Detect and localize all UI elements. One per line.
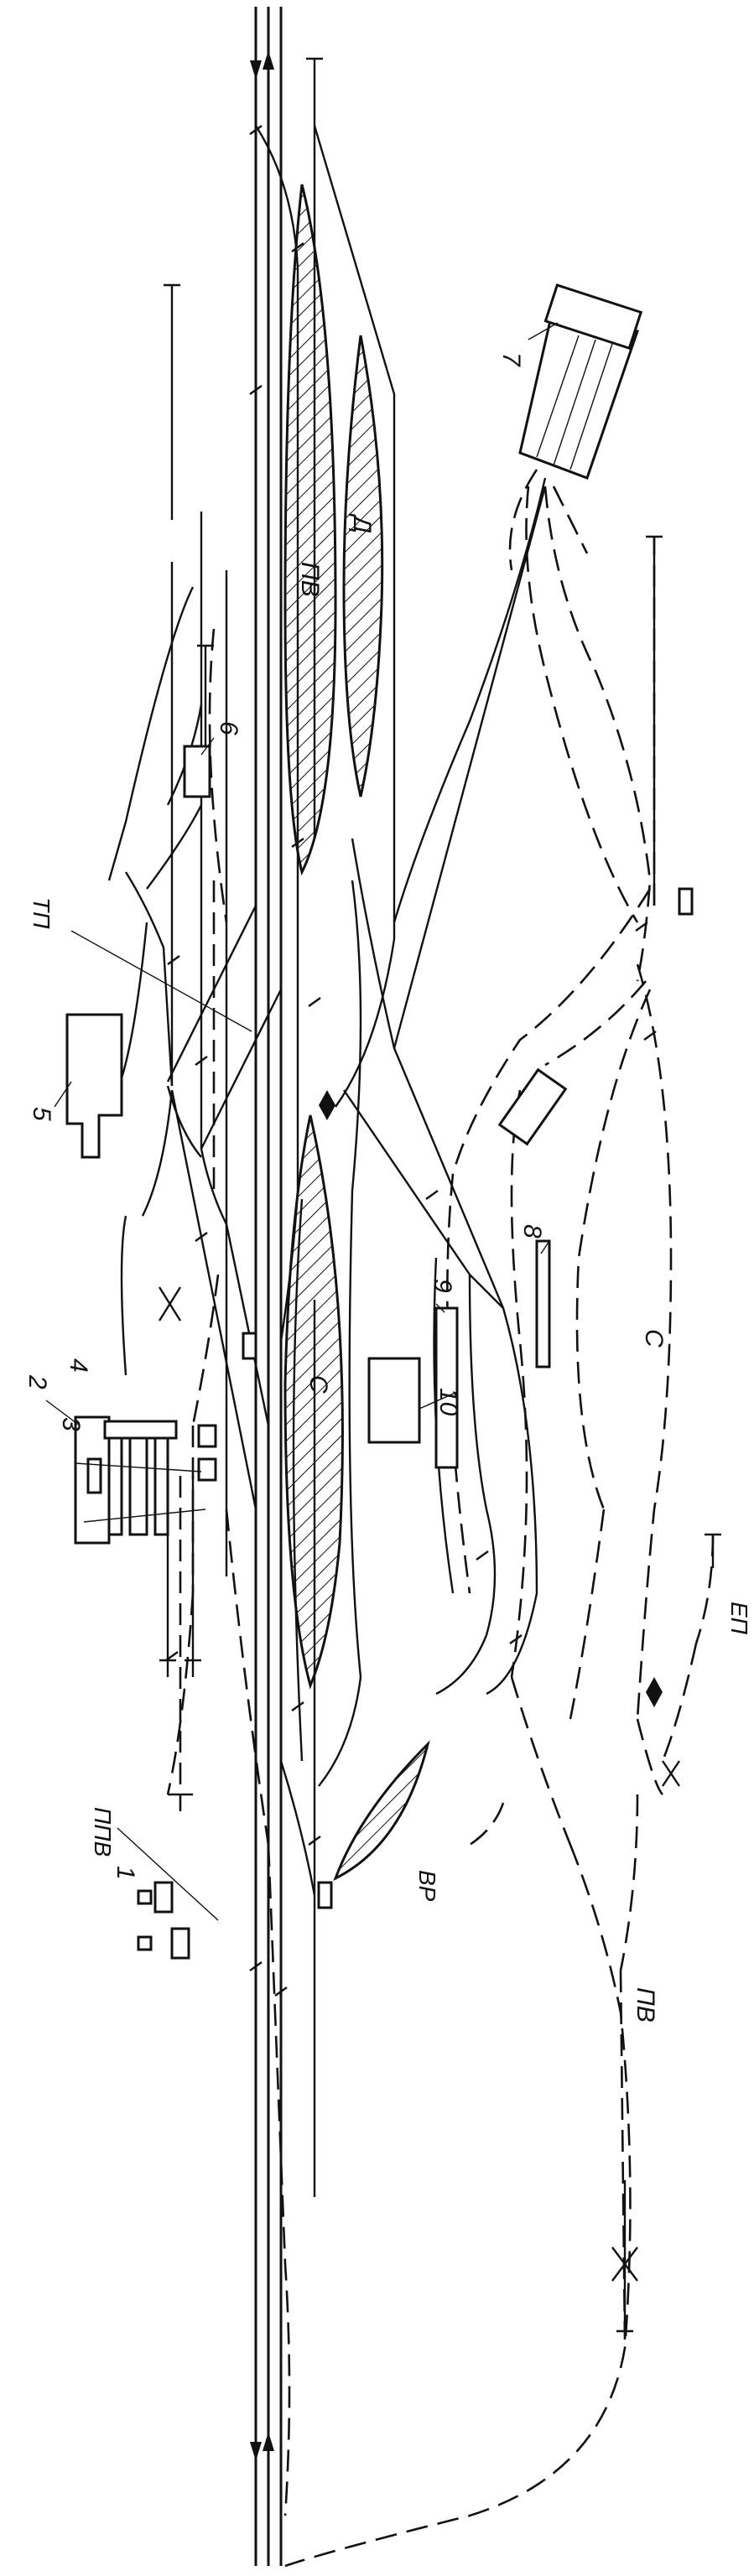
building-diag [497,1067,568,1146]
signal-ticks [165,125,657,1997]
crossing-markers [319,1090,663,1707]
label-vr: ВР [414,1870,440,1902]
yard-s [283,1114,344,1690]
building-small-2 [137,1935,153,1951]
crossing-diamond-icon [319,1090,335,1120]
hut-mid [242,1332,257,1360]
direction-arrow-icon [250,2442,262,2461]
label-s-lower: С [640,1329,668,1348]
label-ppv: ППВ [90,1807,116,1857]
label-s-main: С [304,1375,332,1394]
building-5 [65,1013,123,1159]
left-spurs [159,283,214,1811]
right-dashed-network [284,486,715,2568]
track-connections [279,125,547,1896]
building-9 [434,1306,459,1469]
building-8 [535,1239,551,1368]
label-2: 2 [23,1374,51,1389]
upper-yard-dashed-tracks [166,628,291,2516]
label-6: 6 [215,721,242,735]
label-pv-top: ПВ [296,562,324,597]
label-tp: ТП [29,897,55,929]
label-9: 9 [429,1279,456,1293]
yard-d [342,335,384,797]
yard-vr [333,1740,430,1882]
label-7: 7 [497,352,525,367]
yard-pv [283,184,337,876]
hut-lower [317,1881,333,1909]
direction-arrow-icon [250,60,262,80]
building-2-annex [86,1457,102,1494]
right-spurs [616,535,721,2333]
direction-arrow-icon [263,50,274,70]
building-small-1 [137,1889,153,1905]
direction-arrow-icon [263,2432,274,2451]
leader-lines [45,322,559,1921]
label-d: Д [348,513,376,533]
label-ep: ЕП [726,1602,752,1635]
main-lines [250,7,283,2566]
buildings [65,745,694,1960]
labels: 1 ППВ 2 3 4 5 ТП 6 7 ПВ Д С 9 8 10 С ЕП … [23,352,752,2023]
label-3: 3 [57,1417,85,1431]
depot-7-approach [393,283,643,923]
building-1a [153,1881,174,1914]
hatched-yards [283,184,430,1882]
building-4 [197,1424,217,1448]
building-10 [367,1357,421,1444]
label-10: 10 [434,1388,462,1416]
building-1b [170,1927,190,1960]
crossing-diamond-icon [646,1677,663,1707]
label-5: 5 [28,1107,55,1121]
hut-upper [678,887,694,916]
building-6 [183,745,211,798]
label-1: 1 [112,1866,139,1880]
label-8: 8 [518,1224,546,1239]
crossovers [158,1286,680,2282]
label-pv-lower: ПВ [632,1987,659,2023]
building-3 [197,1457,217,1482]
label-4: 4 [65,1358,92,1373]
